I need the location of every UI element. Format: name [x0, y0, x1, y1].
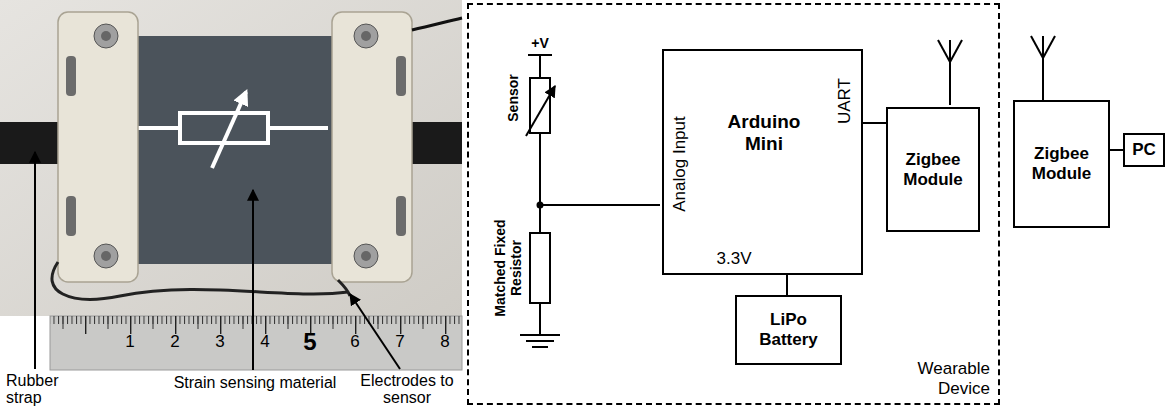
- box-title: Zigbee Module: [1026, 144, 1098, 184]
- screw: [94, 24, 118, 48]
- box-title: PC: [1132, 140, 1156, 160]
- connector-wire: [1110, 149, 1123, 151]
- radio-module-box: Zigbee Module: [1013, 100, 1110, 228]
- ground-symbol: [532, 346, 548, 348]
- junction-dot: [538, 203, 543, 208]
- connector-wire: [786, 275, 788, 295]
- antenna-symbol: [949, 40, 951, 105]
- right-clamp: [332, 12, 412, 282]
- screw-head: [101, 31, 111, 41]
- leader-line: [34, 152, 36, 369]
- radio-module-box: Zigbee Module: [886, 107, 980, 232]
- strain-sensing-material: [112, 36, 360, 264]
- ruler-number: 7: [395, 332, 404, 352]
- part-label: Strain sensing material: [160, 374, 350, 391]
- box-title: Arduino Mini: [718, 111, 810, 155]
- antenna-symbol: [1031, 36, 1043, 58]
- ruler-number: 4: [260, 332, 269, 352]
- clamp-slot: [396, 196, 406, 236]
- resistor-lead: [268, 126, 328, 130]
- screw: [354, 244, 378, 268]
- connector-wire: [863, 122, 886, 124]
- component-label: Matched Fixed Resistor: [492, 213, 524, 323]
- resistor-lead: [138, 126, 180, 130]
- electrode-wire: [52, 262, 348, 299]
- electrode-wire: [338, 280, 350, 296]
- screw-head: [101, 251, 111, 261]
- computer-box: PC: [1123, 133, 1165, 167]
- analog-wire: [540, 204, 660, 206]
- microcontroller-box: Arduino Mini Analog Input UART 3.3V: [662, 49, 863, 275]
- part-label: Electrodes to sensor: [352, 372, 462, 406]
- ruler-body: [50, 316, 462, 370]
- fixed-resistor-symbol: [530, 233, 550, 303]
- ruler-ticks: [50, 316, 462, 370]
- left-clamp: [58, 12, 138, 282]
- clamp-slot: [396, 56, 406, 96]
- antenna-symbol: [938, 40, 950, 62]
- box-title: LiPo Battery: [749, 310, 829, 350]
- box-title: Zigbee Module: [897, 150, 969, 190]
- ruler: [50, 316, 462, 370]
- variable-arrow: [526, 86, 555, 136]
- wearable-boundary: Wearable Device Arduino Mini Analog Input U…: [467, 3, 1000, 405]
- wire: [539, 55, 541, 78]
- ruler-number: 8: [440, 332, 449, 352]
- photo-background: [0, 0, 462, 316]
- wire: [539, 303, 541, 335]
- signal-name: +V: [531, 35, 549, 51]
- ruler-number: 3: [215, 332, 224, 352]
- battery-box: LiPo Battery: [735, 295, 842, 365]
- part-label: Rubber strap: [6, 372, 76, 406]
- variable-arrow: [212, 92, 246, 168]
- pin-name: Analog Input: [670, 116, 690, 211]
- divider-circuit: [520, 55, 660, 347]
- antenna-symbol: [1042, 36, 1044, 100]
- ruler-number: 6: [350, 332, 359, 352]
- ruler-number: 2: [170, 332, 179, 352]
- clamp-slot: [66, 56, 76, 96]
- leader-line: [350, 294, 400, 369]
- boundary-label: Wearable Device: [900, 359, 990, 399]
- ground-symbol: [526, 340, 554, 342]
- wire: [539, 133, 541, 233]
- antennas: [938, 36, 1055, 105]
- electrode-wire: [412, 18, 462, 30]
- screw-head: [361, 31, 371, 41]
- ruler-ticks: [50, 316, 462, 370]
- pin-name: UART: [835, 78, 855, 124]
- ruler-ticks: [50, 316, 462, 370]
- ruler-number: 5: [303, 328, 316, 356]
- screw: [94, 244, 118, 268]
- screw-head: [361, 251, 371, 261]
- antenna-symbol: [950, 40, 962, 62]
- leader-line: [252, 190, 254, 370]
- sensor-photo: [0, 0, 462, 316]
- pin-name: 3.3V: [717, 249, 752, 269]
- ruler-number: 1: [125, 332, 134, 352]
- component-label: Sensor: [505, 74, 521, 121]
- antenna-symbol: [1043, 36, 1055, 58]
- clamp-slot: [66, 196, 76, 236]
- ground-symbol: [520, 334, 560, 336]
- leader-lines: [35, 152, 400, 370]
- screw: [354, 24, 378, 48]
